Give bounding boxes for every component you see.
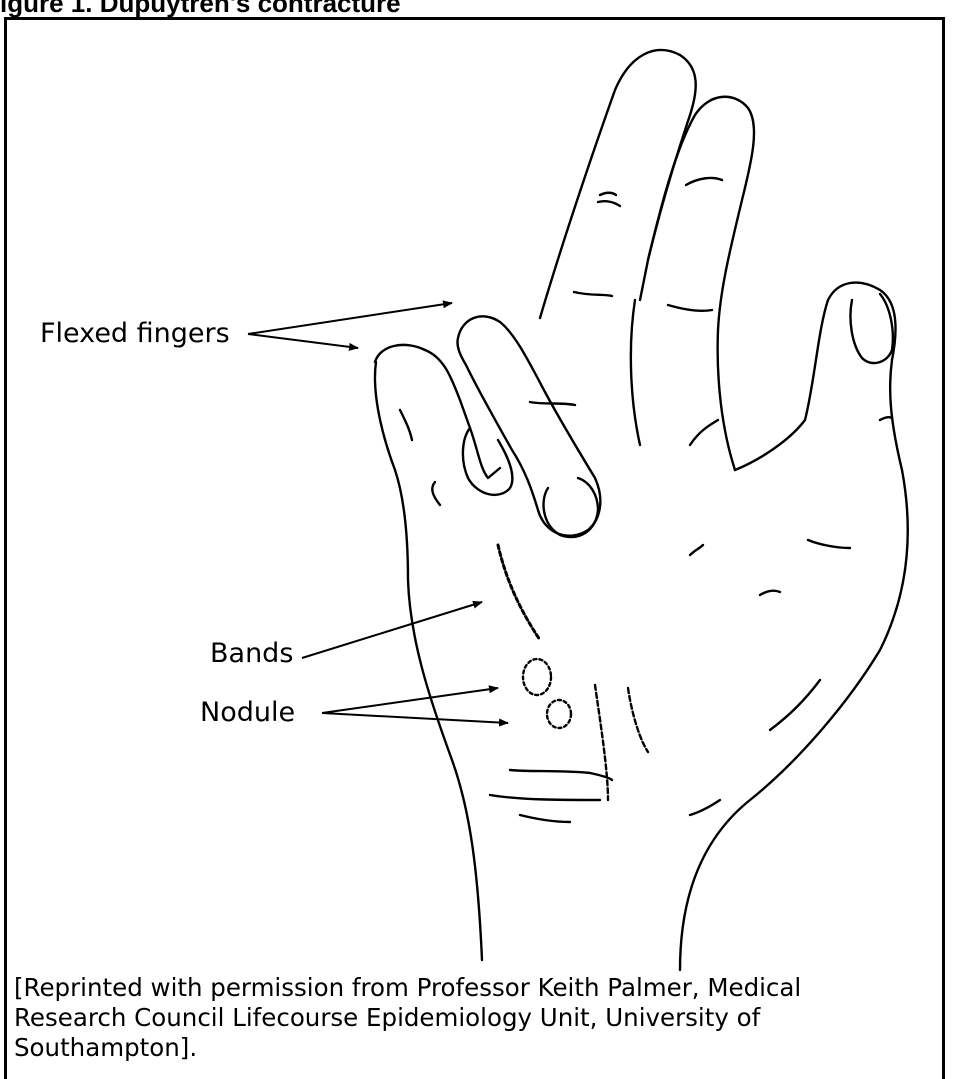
arrow-bands <box>302 602 482 658</box>
nodule-circle <box>523 659 551 695</box>
band-line <box>498 545 540 640</box>
band-line <box>595 685 608 800</box>
label-flexed-fingers: Flexed fingers <box>40 320 230 347</box>
label-nodule: Nodule <box>200 699 295 726</box>
arrow-flexed-1 <box>248 303 452 334</box>
caption-line: [Reprinted with permission from Professo… <box>14 973 934 1003</box>
figure-caption: [Reprinted with permission from Professo… <box>14 973 934 1063</box>
caption-line: Research Council Lifecourse Epidemiology… <box>14 1003 934 1033</box>
arrow-nodule-2 <box>322 713 508 723</box>
arrow-flexed-2 <box>248 334 358 348</box>
band-line <box>628 688 648 752</box>
label-bands: Bands <box>210 640 293 667</box>
arrow-nodule-1 <box>322 688 498 713</box>
caption-line: Southampton]. <box>14 1033 934 1063</box>
index-finger <box>457 316 600 535</box>
middle-finger <box>540 50 696 318</box>
little-finger <box>680 283 908 970</box>
hand-outline <box>375 345 500 478</box>
nodule-circle <box>547 700 571 728</box>
